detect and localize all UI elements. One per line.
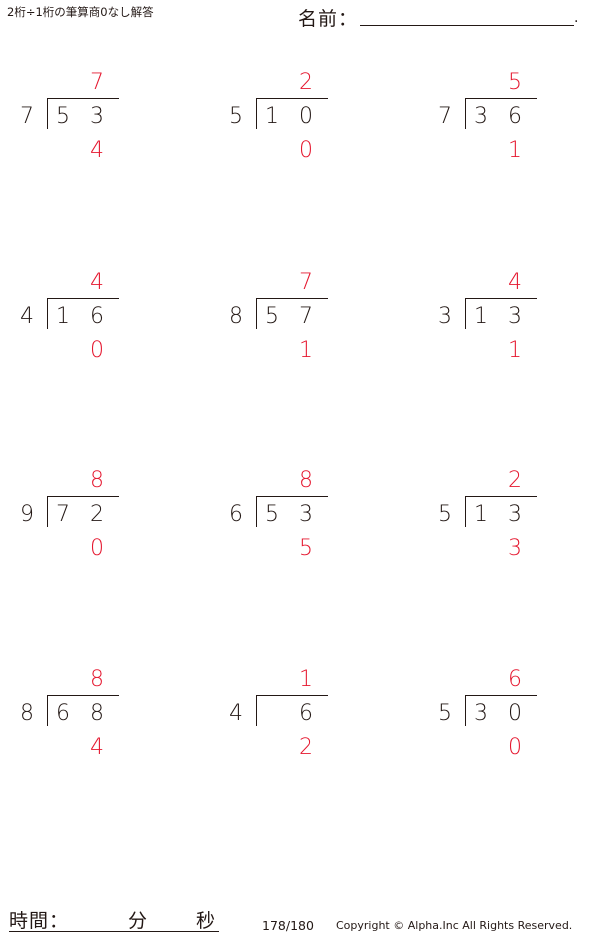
seconds-label: 秒 [196,910,216,932]
division-problem-2: 2 5 1 0 0 [209,70,389,180]
name-field-line[interactable] [360,25,574,26]
remainder: 0 [508,735,522,760]
divisor: 4 [229,701,243,726]
division-problem-9: 2 5 1 3 3 [418,468,598,578]
minutes-label: 分 [128,910,148,932]
quotient: 8 [299,468,313,493]
quotient: 7 [90,70,104,95]
long-division-bracket [47,298,119,329]
dividend-tens: 3 [474,104,488,129]
division-problem-5: 7 8 5 7 1 [209,270,389,380]
division-problem-12: 6 5 3 0 0 [418,667,598,777]
name-field-end-dot: . [574,10,579,26]
remainder: 2 [299,735,313,760]
long-division-bracket [256,298,328,329]
divisor: 5 [229,104,243,129]
divisor: 5 [438,701,452,726]
dividend-ones: 2 [90,502,104,527]
divisor: 3 [438,304,452,329]
long-division-bracket [465,98,537,129]
divisor: 7 [20,104,34,129]
divisor: 6 [229,502,243,527]
long-division-bracket [465,298,537,329]
dividend-tens: 5 [56,104,70,129]
divisor: 5 [438,502,452,527]
dividend-tens: 3 [474,701,488,726]
long-division-bracket [465,695,537,726]
quotient: 6 [508,667,522,692]
dividend-tens: 1 [474,502,488,527]
division-problem-3: 5 7 3 6 1 [418,70,598,180]
dividend-tens: 5 [265,502,279,527]
dividend-ones: 0 [508,701,522,726]
quotient: 4 [90,270,104,295]
dividend-ones: 7 [299,304,313,329]
time-label: 時間： [9,910,70,932]
dividend-ones: 8 [90,701,104,726]
remainder: 0 [299,138,313,163]
division-problem-7: 8 9 7 2 0 [0,468,180,578]
name-label: 名前： [298,8,359,30]
quotient: 7 [299,270,313,295]
dividend-tens: 6 [56,701,70,726]
long-division-bracket [256,496,328,527]
divisor: 8 [229,304,243,329]
divisor: 9 [20,502,34,527]
division-problem-8: 8 6 5 3 5 [209,468,389,578]
dividend-ones: 3 [508,304,522,329]
dividend-ones: 6 [90,304,104,329]
quotient: 4 [508,270,522,295]
division-problem-6: 4 3 1 3 1 [418,270,598,380]
dividend-tens: 7 [56,502,70,527]
dividend-tens: 1 [474,304,488,329]
quotient: 8 [90,667,104,692]
quotient: 2 [508,468,522,493]
division-problem-1: 7 7 5 3 4 [0,70,180,180]
remainder: 0 [90,338,104,363]
remainder: 3 [508,536,522,561]
worksheet-title: 2桁÷1桁の筆算商0なし解答 [7,5,154,19]
remainder: 5 [299,536,313,561]
long-division-bracket [47,496,119,527]
dividend-ones: 3 [299,502,313,527]
time-field-underline[interactable] [9,931,219,932]
dividend-tens: 1 [265,104,279,129]
quotient: 1 [299,667,313,692]
quotient: 5 [508,70,522,95]
remainder: 4 [90,735,104,760]
divisor: 8 [20,701,34,726]
long-division-bracket [256,98,328,129]
long-division-bracket [465,496,537,527]
divisor: 4 [20,304,34,329]
quotient: 2 [299,70,313,95]
remainder: 0 [90,536,104,561]
division-problem-11: 1 4 6 2 [209,667,389,777]
division-problem-4: 4 4 1 6 0 [0,270,180,380]
divisor: 7 [438,104,452,129]
quotient: 8 [90,468,104,493]
remainder: 1 [508,338,522,363]
copyright-text: Copyright © Alpha.Inc All Rights Reserve… [336,919,573,932]
long-division-bracket [47,695,119,726]
dividend-tens: 5 [265,304,279,329]
dividend-ones: 3 [90,104,104,129]
dividend-ones: 0 [299,104,313,129]
long-division-bracket [47,98,119,129]
dividend-ones: 3 [508,502,522,527]
page-number: 178/180 [262,918,314,933]
dividend-ones: 6 [299,701,313,726]
dividend-ones: 6 [508,104,522,129]
division-problem-10: 8 8 6 8 4 [0,667,180,777]
remainder: 1 [508,138,522,163]
remainder: 4 [90,138,104,163]
dividend-tens: 1 [56,304,70,329]
remainder: 1 [299,338,313,363]
long-division-bracket [256,695,328,726]
